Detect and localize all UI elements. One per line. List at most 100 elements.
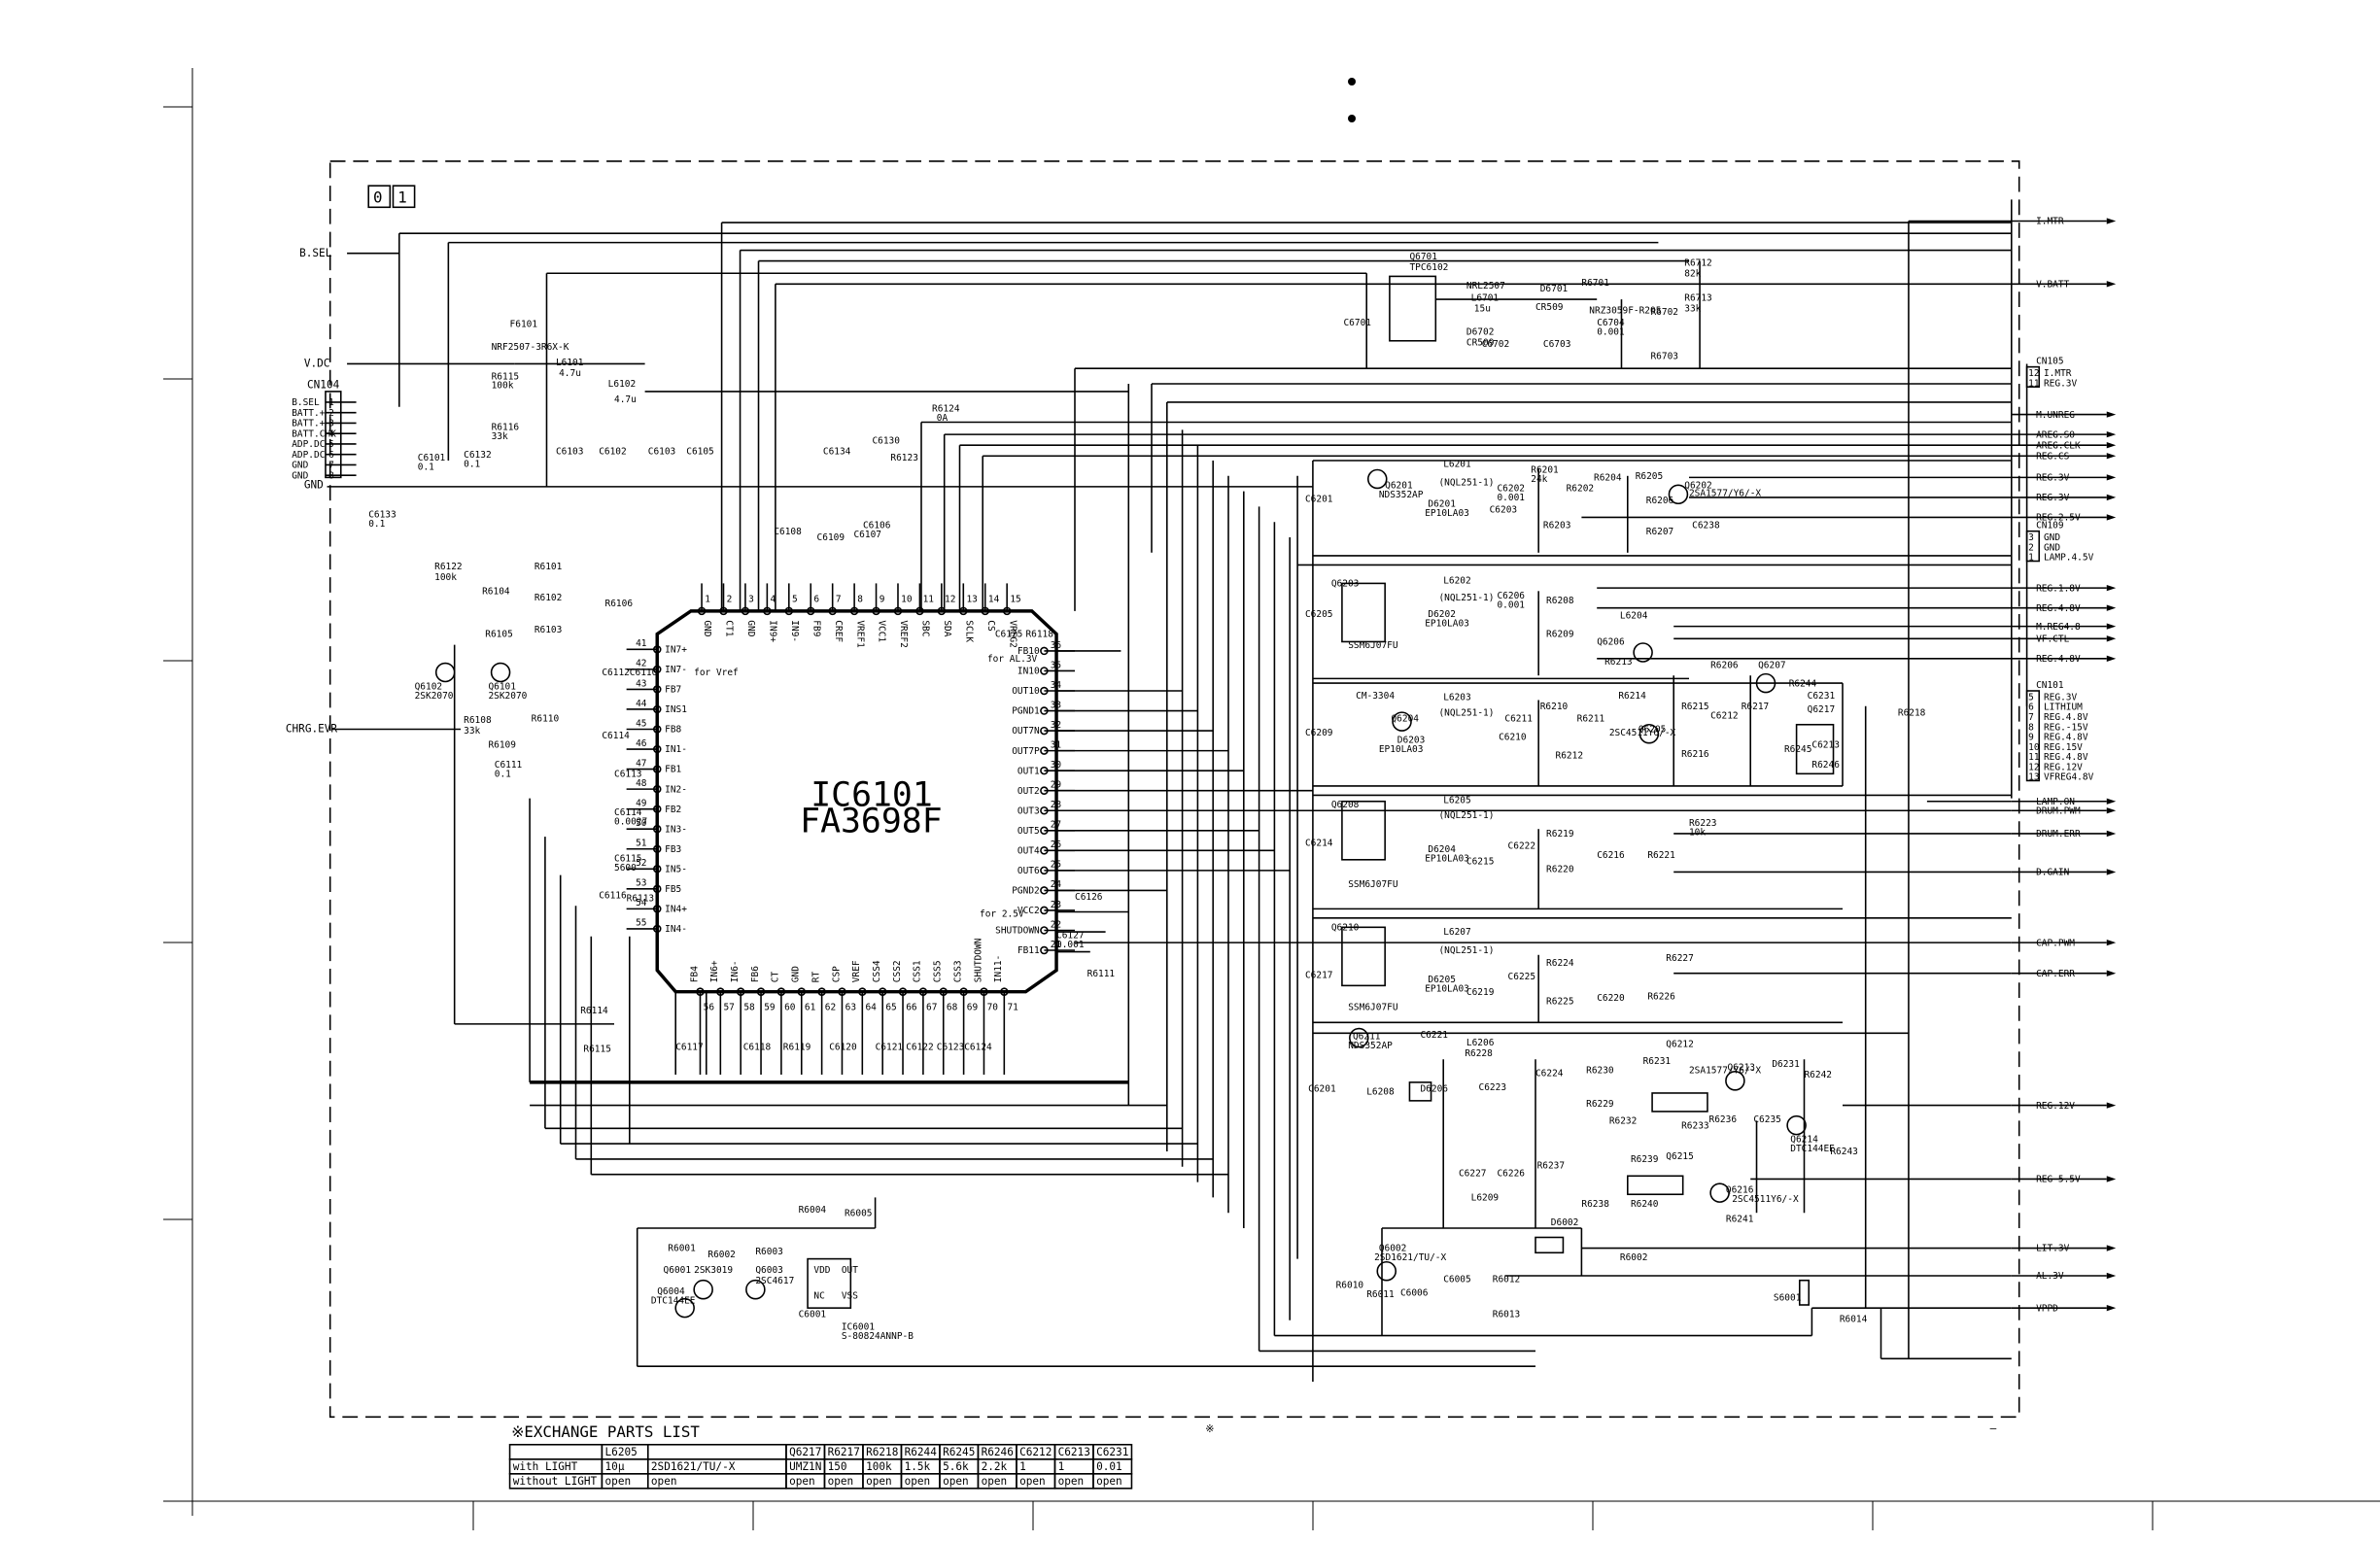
ic-pin-number: 13 bbox=[966, 594, 977, 604]
signal-label: REG.12V bbox=[2036, 1101, 2075, 1112]
component-label: R6206 bbox=[1710, 660, 1739, 670]
component-label: C6226 bbox=[1497, 1168, 1525, 1179]
center-mark: ※ bbox=[1205, 1422, 1214, 1435]
component-label: R6240 bbox=[1631, 1199, 1659, 1210]
component-label: R6206 bbox=[1646, 496, 1674, 506]
ic-pin-number: 29 bbox=[1051, 780, 1062, 791]
ic-pin-number: 57 bbox=[723, 1003, 734, 1013]
component-label: R6111 bbox=[1087, 969, 1116, 979]
connector-pin-number: 12 bbox=[2028, 762, 2039, 772]
ic-pin-number: 42 bbox=[636, 659, 646, 669]
component-label: EP10LA03 bbox=[1379, 744, 1424, 755]
parts-table-title: ※EXCHANGE PARTS LIST bbox=[511, 1422, 700, 1441]
component-label: R6012 bbox=[1493, 1274, 1521, 1285]
component-label: 33k bbox=[464, 726, 480, 737]
component-label: 2SA1577/Y6/-X bbox=[1689, 488, 1761, 498]
ic-pin-number: 1 bbox=[705, 594, 710, 604]
table-cell: 10μ bbox=[605, 1460, 625, 1473]
component-label: R6004 bbox=[799, 1205, 827, 1216]
component-label: 0.1 bbox=[418, 462, 434, 472]
component-label: R6701 bbox=[1581, 278, 1609, 289]
component-label: D6205 bbox=[1428, 975, 1456, 985]
conn-pin-name: GND bbox=[292, 470, 308, 481]
component-label: R6712 bbox=[1684, 257, 1712, 268]
ic-pin-name: CSS1 bbox=[913, 960, 923, 982]
component-label: IC6001 bbox=[842, 1321, 876, 1332]
ic-note-right2: for 2.5V bbox=[980, 908, 1024, 919]
connector-pin-name: REG.3V bbox=[2044, 378, 2078, 389]
component-label: R6238 bbox=[1581, 1199, 1609, 1210]
component-label: R6123 bbox=[890, 453, 918, 463]
component-label: R6207 bbox=[1646, 527, 1674, 537]
component-label: R6002 bbox=[1620, 1252, 1648, 1263]
component-label: R6215 bbox=[1681, 702, 1709, 712]
ic-pin-name: OUT6 bbox=[1018, 866, 1040, 876]
ic-pin-number: 11 bbox=[923, 594, 935, 604]
component-label: C6212 bbox=[1710, 710, 1739, 721]
component-label: 0.1 bbox=[368, 519, 385, 530]
table-cell: open bbox=[905, 1475, 931, 1488]
component-label: C6209 bbox=[1305, 728, 1333, 738]
component-label: R6113 bbox=[627, 893, 655, 904]
ic-pin-name: OUT1 bbox=[1018, 766, 1040, 776]
ic-pin-name: OUT2 bbox=[1018, 786, 1040, 797]
component-label: 0.001 bbox=[1497, 600, 1525, 611]
dash-mark: — bbox=[1990, 1422, 1997, 1435]
connector-pin-name: GND bbox=[2044, 532, 2060, 543]
ic-note-left: for Vref bbox=[694, 668, 739, 678]
connector-pin-name: REG.3V bbox=[2044, 692, 2078, 702]
signal-label: AL.3V bbox=[2036, 1271, 2064, 1282]
component-label: R6205 bbox=[1636, 471, 1664, 482]
component-label: R6230 bbox=[1586, 1065, 1614, 1076]
component-label: 4.7u bbox=[614, 394, 637, 405]
component-label: C6115 bbox=[614, 853, 642, 864]
component-label: C6231 bbox=[1808, 691, 1836, 702]
ic-pin-number: 2 bbox=[727, 594, 733, 604]
component-label: C6130 bbox=[872, 436, 900, 447]
component-label: R6220 bbox=[1546, 864, 1574, 874]
ic-pin-name: OUT3 bbox=[1018, 805, 1040, 816]
component-label: C6001 bbox=[799, 1310, 827, 1320]
component-label: D6201 bbox=[1428, 498, 1456, 509]
component-label: C6219 bbox=[1466, 987, 1495, 998]
ic-pin-name: FB8 bbox=[665, 725, 681, 736]
ic-pin-name: VREF bbox=[851, 960, 862, 982]
component-label: Q6216 bbox=[1726, 1185, 1754, 1196]
component-label: D6002 bbox=[1551, 1217, 1579, 1228]
component-label: R6224 bbox=[1546, 958, 1574, 969]
ic-pin-number: 30 bbox=[1051, 760, 1062, 771]
component-label: R6243 bbox=[1830, 1147, 1858, 1157]
ic-pin-name: SBC bbox=[920, 620, 931, 636]
ic-pin-name: VCC1 bbox=[877, 620, 887, 642]
component-label: C6106 bbox=[863, 521, 891, 531]
component-label: C6227 bbox=[1459, 1168, 1487, 1179]
component-label: D6701 bbox=[1540, 284, 1569, 294]
component-label: R6115 bbox=[492, 371, 520, 382]
ic-pin-number: 67 bbox=[926, 1003, 937, 1013]
component-label: R6013 bbox=[1493, 1310, 1521, 1320]
board-label-box: 0 1 bbox=[367, 185, 416, 209]
component-label: R6124 bbox=[932, 403, 960, 414]
component-label: OUT bbox=[842, 1265, 858, 1276]
ic-left-pins: 41IN7+42IN7-43FB744INS145FB846IN1-47FB14… bbox=[626, 638, 687, 935]
ic-pin-name: IN7+ bbox=[665, 644, 687, 655]
ic-pin-number: 61 bbox=[805, 1003, 816, 1013]
component-label: C6121 bbox=[876, 1043, 904, 1053]
component-label: R6226 bbox=[1647, 992, 1675, 1003]
connector-pin-number: 7 bbox=[2028, 712, 2034, 723]
conn-pin-name: BATT.CHK bbox=[292, 428, 336, 439]
connector-pin-number: 13 bbox=[2028, 772, 2039, 783]
component-label: R6241 bbox=[1726, 1215, 1754, 1225]
ic-pin-name: OUT10 bbox=[1012, 686, 1040, 697]
connector-pin-number: 3 bbox=[2028, 532, 2034, 543]
component-label: L6205 bbox=[1443, 795, 1471, 805]
component-label: C6206 bbox=[1497, 591, 1525, 601]
component-label: R6231 bbox=[1643, 1056, 1672, 1067]
component-label: R6105 bbox=[485, 630, 513, 640]
ic-pin-number: 10 bbox=[901, 594, 913, 604]
signal-label: CAP.PWM bbox=[2036, 938, 2075, 948]
component-label: 2SC4617 bbox=[755, 1276, 794, 1286]
component-label: R6109 bbox=[488, 739, 516, 750]
ic-pin-name: IN7- bbox=[665, 665, 687, 675]
component-label: SSM6J07FU bbox=[1348, 640, 1398, 651]
